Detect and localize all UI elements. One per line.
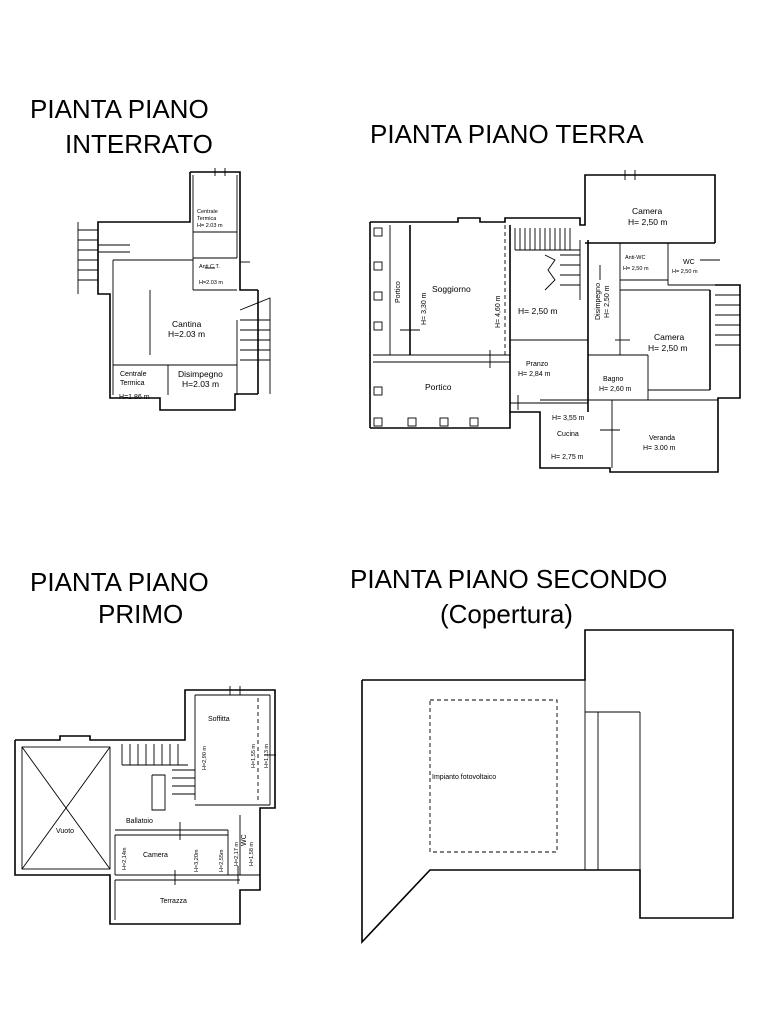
interrato-centrale-termica-bottom-label-2: Termica [120,380,145,387]
terra-cucina-label: Cucina [557,431,579,438]
terra-pranzo-height: H= 2,84 m [518,371,551,378]
primo-camera-height-2: H=3,20m [194,849,200,872]
terra-portico-left-label: Portico [395,281,402,303]
terra-portico-bottom-label: Portico [425,382,452,392]
primo-soffitta-height-3: H=1,13 m [264,744,270,768]
primo-soffitta-height-1: H=2,90 m [202,746,208,770]
title-interrato-line1: PIANTA PIANO [30,94,209,124]
terra-stairs-height: H= 2,50 m [518,306,557,316]
plan-primo: Soffitta H=2,90 m H=1,55 m H=1,13 m Vuot… [14,686,276,925]
primo-soffitta-label: Soffitta [208,716,230,723]
terra-disimpegno-height: H= 2,50 m [604,285,611,318]
terra-soggiorno-height-2: H= 4,60 m [495,295,502,328]
title-interrato-line2: INTERRATO [65,129,213,159]
primo-camera-label: Camera [143,852,168,859]
terra-soggiorno-height-1: H= 3,30 m [421,292,428,325]
interrato-centrale-termica-top-label-2: Termica [197,216,217,222]
primo-wc-height-2: H=1,58 m [249,842,255,866]
terra-disimpegno-label: Disimpegno [595,283,602,320]
interrato-centrale-termica-bottom-height: H=1.86 m [119,394,150,401]
stairs-primo [121,744,195,811]
primo-ballatoio-label: Ballatoio [126,818,153,825]
interrato-cantina-label: Cantina [172,319,202,329]
title-secondo-line2: (Copertura) [440,599,573,629]
terra-anti-wc-label: Anti-WC [625,255,646,261]
primo-camera-height-1: H=2,14m [122,847,128,870]
primo-camera-height-3: H=2,55m [219,849,225,872]
terra-veranda-height: H= 3.00 m [643,445,676,452]
title-secondo-line1: PIANTA PIANO SECONDO [350,564,668,594]
interrato-centrale-termica-top-label: Centrale [197,209,218,215]
plan-secondo: Impianto fotovoltaico [361,629,734,945]
primo-wc-height-1: H=2,17 m [234,842,240,866]
terra-bagno-label: Bagno [603,376,623,383]
title-primo-line1: PIANTA PIANO [30,567,209,597]
terra-pranzo-label: Pranzo [526,361,548,368]
terra-cucina-height: H= 2,75 m [551,454,584,461]
terra-camera-1-label: Camera [632,206,663,216]
terra-soggiorno-label: Soggiorno [432,284,471,294]
stairs-interrato-left [77,222,130,294]
secondo-impianto-label: Impianto fotovoltaico [432,774,496,781]
stairs-interrato-right [239,297,271,394]
primo-soffitta-height-2: H=1,55 m [251,744,257,768]
plan-interrato: Centrale Termica H= 2.03 m Anti C.T. H=2… [77,168,271,411]
interrato-cantina-height: H=2.03 m [168,329,205,339]
interrato-anti-ct-label: Anti C.T. [199,264,220,270]
interrato-disimpegno-label: Disimpegno [178,369,223,379]
title-terra: PIANTA PIANO TERRA [370,119,644,149]
plan-terra: Camera H= 2,50 m Anti-WC H= 2,50 m WC H=… [369,170,741,473]
primo-vuoto-label: Vuoto [56,828,74,835]
primo-terrazza-label: Terrazza [160,898,187,905]
interrato-centrale-termica-bottom-label: Centrale [120,371,147,378]
terra-camera-2-label: Camera [654,332,685,342]
interrato-disimpegno-height: H=2.03 m [182,379,219,389]
primo-wc-label: WC [241,834,248,846]
terra-camera-1-height: H= 2,50 m [628,217,667,227]
interrato-anti-ct-height: H=2.03 m [199,280,223,286]
stairs-terra-right [715,294,740,346]
terra-camera-2-height: H= 2,50 m [648,343,687,353]
terra-wc-height: H= 2,50 m [672,269,698,275]
terra-wc-label: WC [683,259,695,266]
terra-cucina-height-top: H= 3,55 m [552,415,585,422]
interrato-centrale-termica-top-height: H= 2.03 m [197,223,223,229]
stairs-terra [514,228,581,300]
terra-bagno-height: H= 2,60 m [599,386,632,393]
title-primo-line2: PRIMO [98,599,184,629]
terra-anti-wc-height: H= 2,50 m [623,266,649,272]
portico-columns-left [373,227,479,427]
terra-veranda-label: Veranda [649,435,675,442]
